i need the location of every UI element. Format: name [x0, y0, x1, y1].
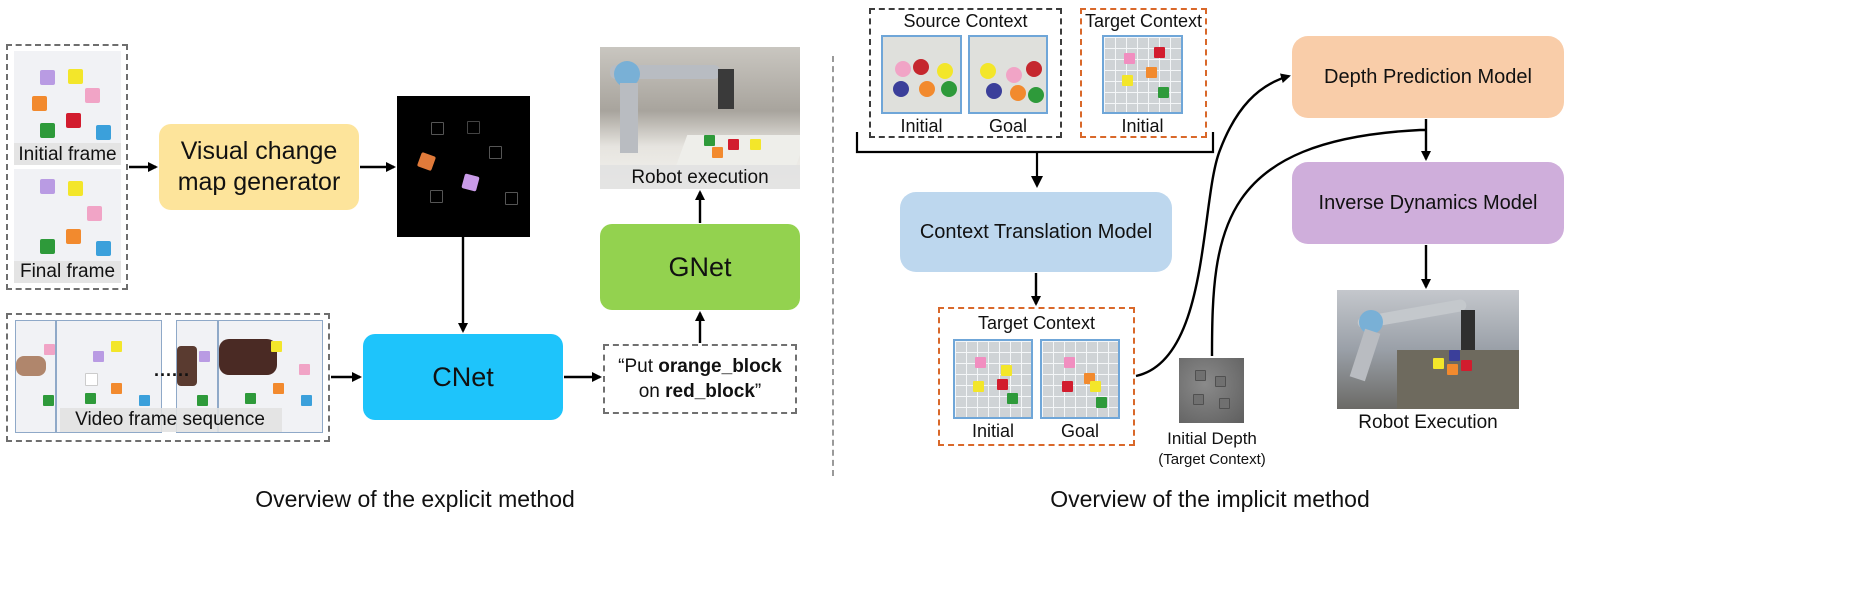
target-context-top-group	[1080, 8, 1207, 138]
depth-prediction-model-box: Depth Prediction Model	[1292, 36, 1564, 118]
source-initial-label: Initial	[900, 116, 943, 136]
source-goal-image	[968, 35, 1048, 114]
section-divider	[832, 56, 834, 476]
gnet-box: GNet	[600, 224, 800, 310]
video-frames-group	[6, 313, 330, 442]
instruction-object: orange_block	[658, 356, 782, 377]
inverse-dynamics-label: Inverse Dynamics Model	[1318, 191, 1538, 214]
target-context-bottom-title: Target Context	[977, 313, 1096, 333]
cnet-label: CNet	[432, 361, 494, 392]
inverse-dynamics-model-box: Inverse Dynamics Model	[1292, 162, 1564, 244]
source-context-title: Source Context	[903, 11, 1028, 31]
cnet-box: CNet	[363, 334, 563, 420]
initial-depth-image	[1179, 358, 1244, 423]
target-context-top-title: Target Context	[1084, 11, 1203, 31]
robot-execution-image	[600, 47, 800, 189]
source-goal-label: Goal	[988, 116, 1028, 136]
initial-frame-image	[14, 51, 121, 165]
instruction-quote-close: ”	[754, 381, 762, 402]
visual-change-map-generator-box: Visual change map generator	[159, 124, 359, 210]
video-frame-1	[15, 320, 56, 433]
target-context-top-image	[1102, 35, 1183, 114]
initial-depth-sublabel: (Target Context)	[1158, 451, 1266, 468]
source-initial-image	[881, 35, 962, 114]
implicit-caption: Overview of the implicit method	[1050, 486, 1370, 512]
target-bottom-initial-label: Initial	[971, 421, 1015, 441]
video-frame-sequence-label: Video frame sequence	[75, 409, 265, 430]
instruction-box: “Put orange_block on red_block”	[603, 344, 797, 414]
frame-pair-group	[6, 44, 128, 290]
final-frame-image	[14, 169, 121, 283]
video-ellipsis: ......	[153, 360, 190, 380]
target-bottom-goal-label: Goal	[1060, 421, 1100, 441]
instruction-quote-open: “Put	[618, 356, 659, 377]
arrow-target-to-depth-model	[1135, 73, 1291, 378]
context-bracket	[855, 132, 1215, 188]
initial-frame-label: Initial frame	[18, 144, 117, 165]
context-translation-model-box: Context Translation Model	[900, 192, 1172, 272]
context-translation-label: Context Translation Model	[919, 220, 1153, 243]
explicit-caption: Overview of the explicit method	[255, 486, 575, 512]
target-context-bottom-group	[938, 307, 1135, 446]
target-bottom-goal-image	[1040, 339, 1120, 419]
source-context-group	[869, 8, 1062, 138]
target-bottom-initial-image	[953, 339, 1033, 419]
instruction-target: red_block	[665, 381, 755, 402]
gnet-label: GNet	[668, 251, 732, 282]
robot-execution-implicit-label: Robot Execution	[1358, 412, 1498, 433]
arrow-depth-to-inverse-model	[1210, 128, 1426, 357]
target-context-top-initial-label: Initial	[1121, 116, 1164, 136]
visual-change-line2: map generator	[177, 168, 341, 196]
visual-change-map-image	[397, 96, 530, 237]
final-frame-label: Final frame	[19, 261, 116, 282]
visual-change-line1: Visual change	[180, 137, 338, 165]
robot-execution-implicit-image	[1337, 290, 1519, 409]
depth-prediction-label: Depth Prediction Model	[1324, 65, 1532, 88]
robot-execution-label: Robot execution	[631, 167, 769, 188]
instruction-on: on	[638, 381, 666, 402]
initial-depth-label: Initial Depth	[1167, 429, 1257, 448]
